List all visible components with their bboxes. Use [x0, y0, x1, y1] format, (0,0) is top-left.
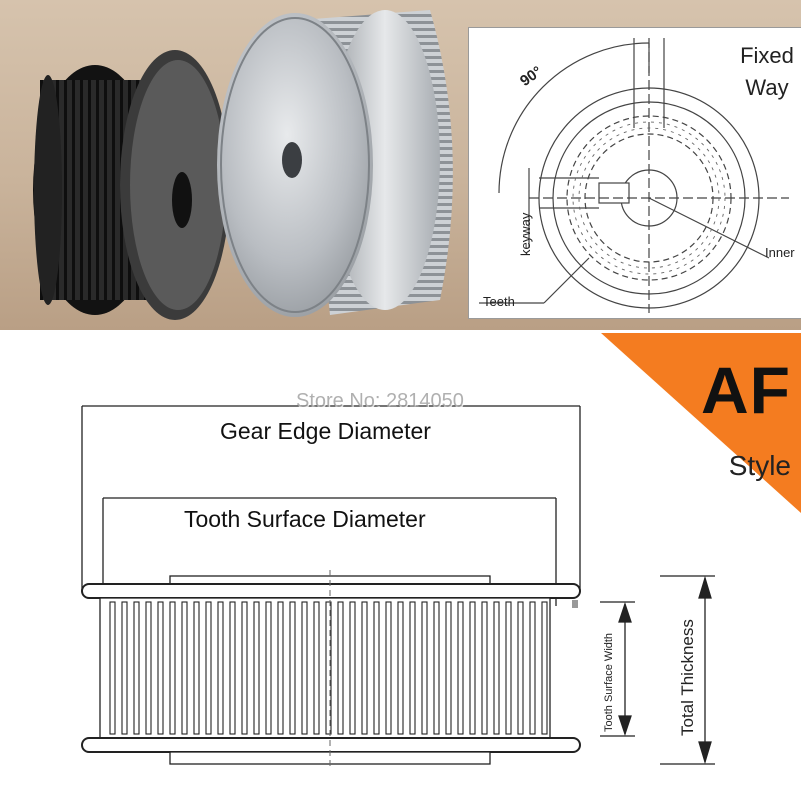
black-pulley — [33, 50, 230, 320]
tooth-lines — [109, 601, 548, 735]
fixed-way-line2: Way — [745, 75, 789, 100]
inner-label: Inner — [765, 245, 795, 260]
keyway-label: keyway — [518, 212, 533, 256]
total-thickness-label: Total Thickness — [678, 619, 697, 736]
aluminium-pulley — [217, 10, 453, 317]
pulley-cross-section — [479, 38, 789, 313]
gear-edge-bracket — [81, 405, 581, 592]
tooth-width-arrow — [600, 601, 635, 737]
tooth-surface-diameter-label: Tooth Surface Diameter — [184, 506, 426, 532]
fixed-way-label: Fixed Way — [733, 40, 801, 104]
gear-edge-diameter-label: Gear Edge Diameter — [220, 418, 431, 444]
store-watermark: Store No: 2814050 — [296, 390, 464, 412]
fixed-way-line1: Fixed — [740, 43, 794, 68]
teeth-label: Teeth — [483, 294, 515, 309]
style-code: AF — [701, 353, 791, 427]
style-word: Style — [728, 450, 791, 481]
dimension-diagram — [81, 405, 715, 770]
pulley-side-view — [81, 570, 581, 770]
pulley-photo — [33, 10, 453, 320]
technical-drawing: 90° keyway Inner Teeth — [468, 27, 801, 319]
style-banner — [601, 333, 801, 513]
total-thickness-arrow — [660, 575, 715, 765]
tooth-surface-width-label: Tooth Surface Width — [603, 632, 615, 732]
